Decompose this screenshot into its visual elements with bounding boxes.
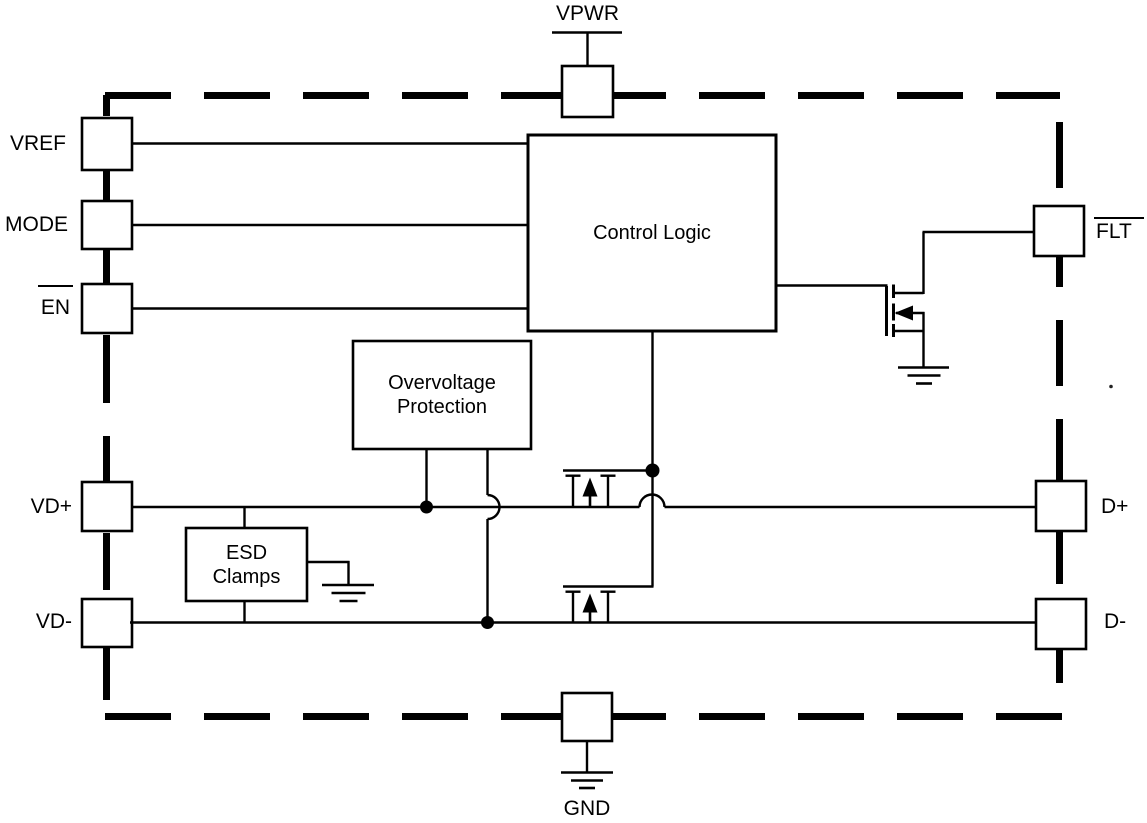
- vref-pin-box: [80, 116, 134, 172]
- en-overline: [38, 285, 73, 287]
- vd-plus-pin-label: VD+: [30, 495, 72, 518]
- flt-pin-box: [1032, 204, 1086, 258]
- overvoltage-protection-line2: Protection: [396, 396, 488, 418]
- gnd-pin-label: GND: [563, 797, 611, 820]
- d-plus-pin-box: [1034, 479, 1088, 533]
- d-minus-pin-box: [1034, 597, 1088, 651]
- chip-boundary-dashed-border: [103, 92, 1063, 720]
- mode-pin-label: MODE: [5, 213, 68, 236]
- gnd-pin-ground-icon: [561, 771, 613, 790]
- vd-minus-pin-label: VD-: [35, 610, 72, 633]
- esd-ground-icon: [322, 583, 374, 603]
- gnd-pin-box: [560, 691, 614, 743]
- flt-overline: [1094, 217, 1144, 219]
- esd-clamps-line1: ESD: [225, 541, 268, 564]
- overvoltage-protection-line1: Overvoltage: [388, 372, 496, 394]
- junction-dot: [481, 616, 494, 629]
- vd-minus-pin-box: [80, 597, 134, 649]
- control-logic-label: Control Logic: [528, 135, 776, 331]
- overvoltage-protection-box: [351, 339, 533, 451]
- vref-pin-label: VREF: [9, 132, 66, 155]
- wire-hop-up: [638, 493, 666, 508]
- overvoltage-protection-label: Overvoltage Protection: [353, 341, 531, 449]
- esd-clamps-line2: Clamps: [212, 565, 281, 588]
- d-plus-pin-label: D+: [1101, 495, 1129, 518]
- esd-clamps-box: [184, 526, 309, 603]
- pin-boxes: [80, 64, 1088, 743]
- function-blocks: [184, 133, 778, 603]
- d-minus-pin-label: D-: [1104, 610, 1127, 633]
- nmos-body-arrow-icon: [894, 305, 913, 321]
- wire-hop-right: [487, 493, 501, 521]
- vpwr-pin-label: VPWR: [556, 2, 619, 25]
- wires: [130, 31, 1036, 772]
- vd-plus-pin-box: [80, 480, 134, 533]
- flt-nmos-transistor: [885, 284, 913, 337]
- en-pin-box: [80, 282, 134, 335]
- d-plus-pass-fet: [565, 474, 616, 507]
- stray-mark: [1109, 384, 1113, 389]
- junction-dot: [420, 500, 433, 514]
- d-minus-pass-fet: [565, 590, 616, 623]
- en-pin-label: EN: [40, 296, 71, 319]
- fet-body-arrow-icon: [582, 477, 598, 497]
- junction-dots: [420, 384, 1113, 629]
- flt-ground-icon: [898, 366, 949, 385]
- junction-dot: [645, 463, 660, 478]
- mode-pin-box: [80, 199, 134, 251]
- fet-body-arrow-icon: [582, 593, 598, 613]
- vpwr-pin-box: [560, 64, 615, 119]
- flt-pin-label: FLT: [1096, 220, 1132, 243]
- control-logic-box: [526, 133, 778, 333]
- control-logic-text: Control Logic: [593, 222, 711, 244]
- esd-clamps-label: ESD Clamps: [186, 528, 307, 601]
